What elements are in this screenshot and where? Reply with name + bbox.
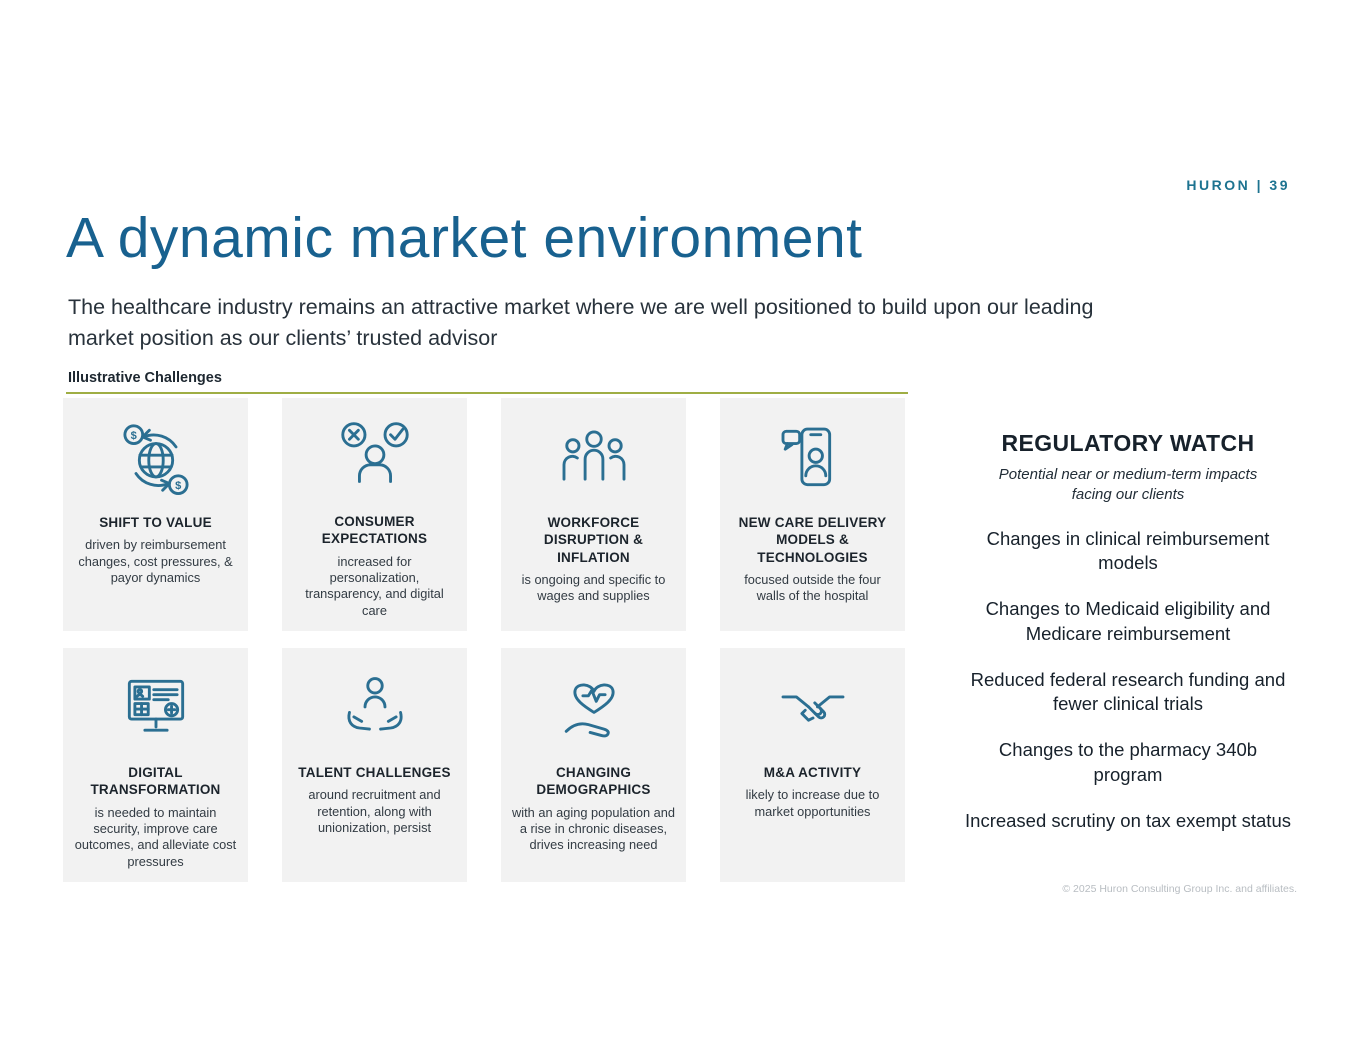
digital-monitor-icon [116, 660, 196, 756]
page-title: A dynamic market environment [66, 206, 863, 270]
regulatory-watch-panel: REGULATORY WATCH Potential near or mediu… [952, 430, 1304, 834]
regulatory-title: REGULATORY WATCH [1001, 430, 1255, 456]
regulatory-item: Reduced federal research funding and few… [970, 668, 1286, 715]
card-body: driven by reimbursement changes, cost pr… [78, 537, 233, 586]
card-title: WORKFORCE DISRUPTION & INFLATION [543, 515, 644, 565]
challenge-card-digital-transformation: DIGITAL TRANSFORMATION is needed to main… [63, 648, 248, 882]
workforce-group-icon [554, 410, 634, 506]
challenge-card-talent-challenges: TALENT CHALLENGES around recruitment and… [282, 648, 467, 882]
page-subtitle: The healthcare industry remains an attra… [68, 295, 1094, 350]
page-number: HURON | 39 [1186, 177, 1290, 193]
card-title: SHIFT TO VALUE [99, 515, 212, 530]
regulatory-item: Changes in clinical reimbursement models [986, 527, 1270, 574]
hands-person-icon [335, 660, 415, 756]
card-title: CONSUMER EXPECTATIONS [321, 513, 428, 547]
card-title: DIGITAL TRANSFORMATION [90, 764, 221, 798]
card-body: is ongoing and specific to wages and sup… [521, 571, 666, 604]
challenge-card-workforce: WORKFORCE DISRUPTION & INFLATION is ongo… [501, 398, 686, 631]
card-title: M&A ACTIVITY [763, 765, 862, 780]
card-body: likely to increase due to market opportu… [745, 787, 880, 819]
regulatory-item: Changes to the pharmacy 340b program [998, 739, 1258, 785]
card-body: is needed to maintain security, improve … [74, 804, 237, 869]
person-check-x-icon [335, 410, 415, 505]
svg-text:$: $ [130, 430, 137, 442]
card-body: increased for personalization, transpare… [305, 553, 444, 618]
card-body: around recruitment and retention, along … [308, 787, 441, 836]
svg-text:$: $ [175, 480, 182, 492]
challenge-grid: $ $ SHIFT TO VALUE driven by reimburseme… [63, 398, 905, 882]
card-body: with an aging population and a rise in c… [512, 804, 675, 853]
challenge-card-shift-to-value: $ $ SHIFT TO VALUE driven by reimburseme… [63, 398, 248, 631]
challenge-card-ma-activity: M&A ACTIVITY likely to increase due to m… [720, 648, 905, 882]
regulatory-item: Increased scrutiny on tax exempt status [965, 809, 1291, 831]
regulatory-subtitle: Potential near or medium-term impacts fa… [998, 466, 1258, 504]
card-title: TALENT CHALLENGES [298, 765, 451, 780]
telehealth-phone-icon [773, 410, 853, 506]
challenge-card-changing-demographics: CHANGING DEMOGRAPHICS with an aging popu… [501, 648, 686, 882]
card-title: NEW CARE DELIVERY MODELS & TECHNOLOGIES [738, 515, 887, 565]
challenge-card-new-care-delivery: NEW CARE DELIVERY MODELS & TECHNOLOGIES … [720, 398, 905, 631]
copyright-notice: © 2025 Huron Consulting Group Inc. and a… [1062, 883, 1297, 895]
section-divider [66, 392, 908, 394]
heart-hand-icon [554, 660, 634, 756]
card-title: CHANGING DEMOGRAPHICS [536, 765, 651, 798]
globe-dollar-cycle-icon: $ $ [116, 410, 196, 506]
handshake-icon [773, 660, 853, 756]
card-body: focused outside the four walls of the ho… [744, 571, 881, 604]
section-label: Illustrative Challenges [68, 370, 222, 386]
challenge-card-consumer-expectations: CONSUMER EXPECTATIONS increased for pers… [282, 398, 467, 631]
regulatory-item: Changes to Medicaid eligibility and Medi… [985, 598, 1271, 644]
